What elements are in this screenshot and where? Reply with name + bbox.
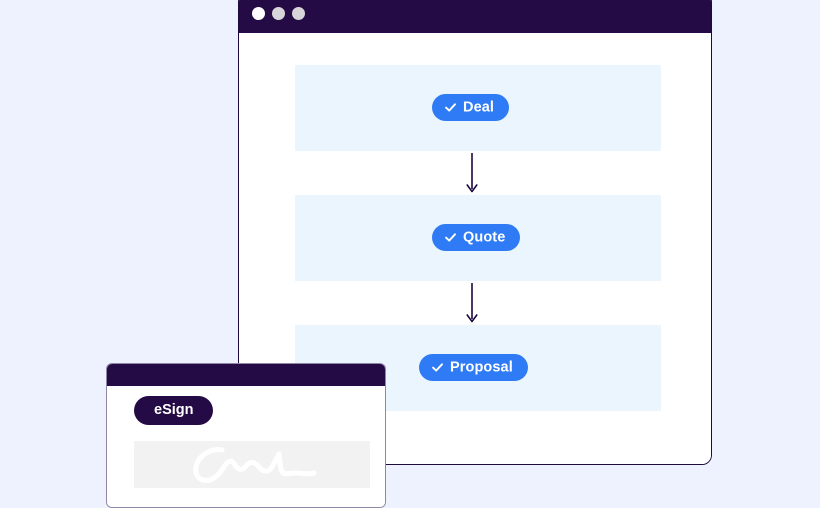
signature-field[interactable] [134,441,370,488]
esign-window: eSign [106,363,386,508]
check-icon [444,101,457,114]
traffic-light-dot-2-icon[interactable] [272,6,285,20]
esign-badge[interactable]: eSign [134,396,214,425]
step-badge-proposal[interactable]: Proposal [419,354,528,381]
esign-window-body: eSign [107,386,385,507]
traffic-light-dot-1-icon[interactable] [252,6,265,20]
step-badge-label: Proposal [450,359,513,376]
arrow-down-icon-deal-to-quote [464,153,480,197]
traffic-light-dot-3-icon[interactable] [292,6,305,20]
step-badge-deal[interactable]: Deal [432,94,510,121]
step-badge-label: Quote [463,229,506,246]
esign-window-titlebar [107,364,385,386]
check-icon [444,231,457,244]
step-badge-quote[interactable]: Quote [432,224,521,251]
arrow-down-icon-quote-to-proposal [464,283,480,327]
workflow-flow: Deal Quote [239,33,711,464]
step-badge-label: Deal [463,99,495,116]
esign-badge-label: eSign [154,402,194,419]
signature-stroke-icon [193,447,317,483]
main-window-titlebar [239,0,711,33]
check-icon [431,361,444,374]
